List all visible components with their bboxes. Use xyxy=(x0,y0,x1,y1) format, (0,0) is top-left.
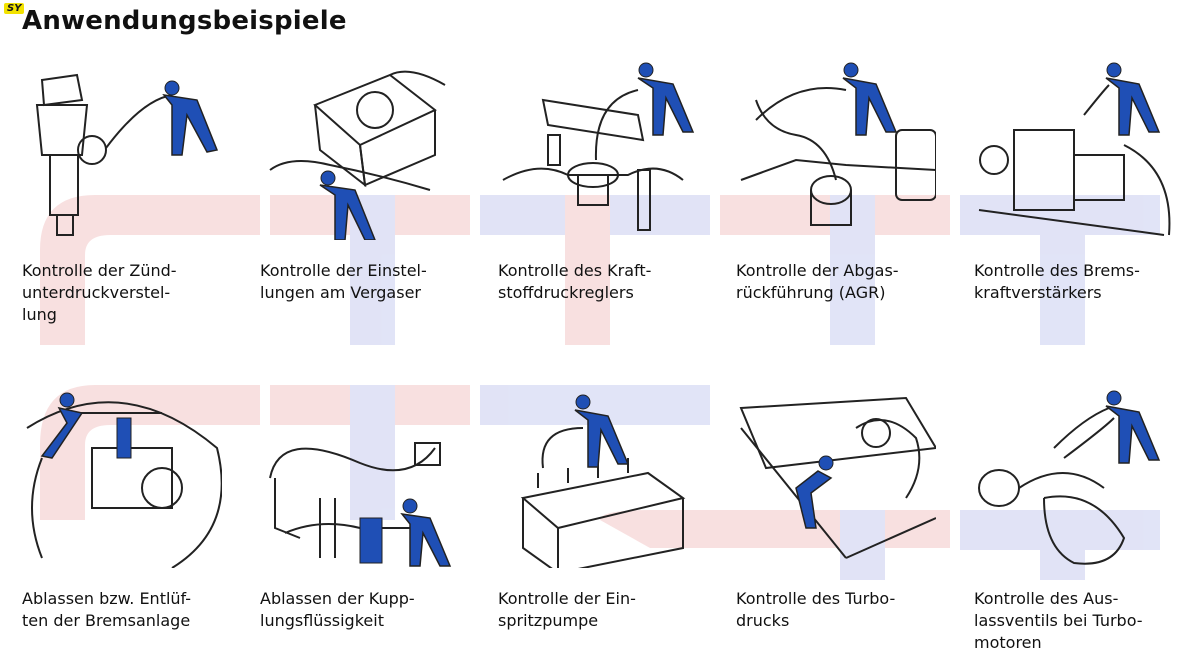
page-title: Anwendungsbeispiele xyxy=(22,6,347,36)
example-caption: Ablassen der Kupp- lungsflüssigkeit xyxy=(260,589,415,630)
turbo-valve-illustration-icon xyxy=(978,390,1161,565)
brake-bleed-illustration-icon xyxy=(26,392,222,568)
brake-booster-illustration-icon xyxy=(978,62,1171,236)
example-caption: Kontrolle der Einstel- lungen am Vergase… xyxy=(260,261,427,302)
distributor-illustration-icon xyxy=(35,73,219,236)
example-caption: Kontrolle des Aus- lassventils bei Turbo… xyxy=(974,589,1143,652)
example-caption: Kontrolle des Kraft- stoffdruckreglers xyxy=(498,261,652,302)
example-caption: Ablassen bzw. Entlüf- ten der Bremsanlag… xyxy=(22,589,192,630)
brand-logo: SY xyxy=(4,3,25,14)
example-caption: Kontrolle des Turbo- drucks xyxy=(736,589,896,630)
egr-illustration-icon xyxy=(740,62,936,226)
turbo-pressure-illustration-icon xyxy=(739,396,936,559)
example-caption: Kontrolle der Abgas- rückführung (AGR) xyxy=(736,261,899,302)
injection-pump-illustration-icon xyxy=(520,394,686,568)
example-caption: Kontrolle der Ein- spritzpumpe xyxy=(498,589,636,630)
example-caption: Kontrolle des Brems- kraftverstärkers xyxy=(974,261,1140,302)
fuel-regulator-illustration-icon xyxy=(502,62,695,231)
example-caption: Kontrolle der Zünd- unterdruckverstel- l… xyxy=(22,261,177,324)
carburetor-illustration-icon xyxy=(269,70,446,240)
clutch-fluid-illustration-icon xyxy=(269,442,452,567)
